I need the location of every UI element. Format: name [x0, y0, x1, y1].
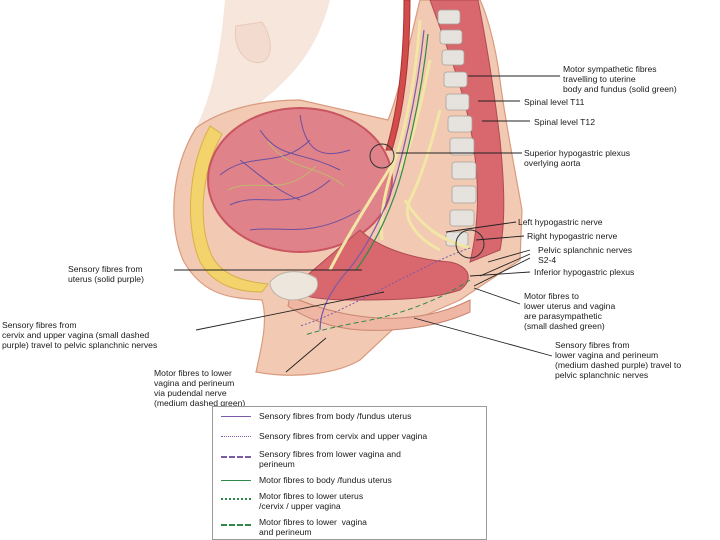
legend-swatch-small-dashed-purple: [221, 436, 251, 437]
legend-swatch-solid-purple: [221, 416, 251, 417]
label-motor-pudendal: Motor fibres to lower vagina and perineu…: [154, 368, 245, 408]
label-left-hypogastric: Left hypogastric nerve: [518, 217, 603, 227]
legend-label: Motor fibres to lower vagina and perineu…: [259, 517, 367, 537]
label-sensory-uterus: Sensory fibres from uterus (solid purple…: [68, 264, 144, 284]
legend: Sensory fibres from body /fundus uterus …: [212, 406, 487, 540]
label-sensory-lower-vagina: Sensory fibres from lower vagina and per…: [555, 340, 681, 380]
label-superior-hypogastric: Superior hypogastric plexus overlying ao…: [524, 148, 630, 168]
label-spinal-t11: Spinal level T11: [524, 97, 584, 107]
legend-swatch-small-dashed-green: [221, 498, 251, 500]
legend-label: Motor fibres to lower uterus /cervix / u…: [259, 491, 363, 511]
legend-label: Sensory fibres from lower vagina and per…: [259, 449, 401, 469]
legend-label: Motor fibres to body /fundus uterus: [259, 475, 392, 485]
label-right-hypogastric: Right hypogastric nerve: [527, 231, 617, 241]
uterus: [208, 108, 392, 252]
pelvic-bone: [270, 272, 318, 300]
legend-swatch-medium-dashed-purple: [221, 456, 251, 458]
label-spinal-t12: Spinal level T12: [534, 117, 595, 127]
label-sensory-cervix: Sensory fibres from cervix and upper vag…: [2, 320, 157, 350]
legend-label: Sensory fibres from cervix and upper vag…: [259, 431, 427, 441]
label-inferior-hypogastric: Inferior hypogastric plexus: [534, 267, 634, 277]
legend-swatch-medium-dashed-green: [221, 524, 251, 526]
legend-swatch-solid-green: [221, 480, 251, 481]
label-motor-sympathetic: Motor sympathetic fibres travelling to u…: [563, 64, 677, 94]
label-pelvic-splanchnic: Pelvic splanchnic nerves S2-4: [538, 245, 632, 265]
legend-label: Sensory fibres from body /fundus uterus: [259, 411, 411, 421]
label-motor-lower-uterus: Motor fibres to lower uterus and vagina …: [524, 291, 615, 331]
